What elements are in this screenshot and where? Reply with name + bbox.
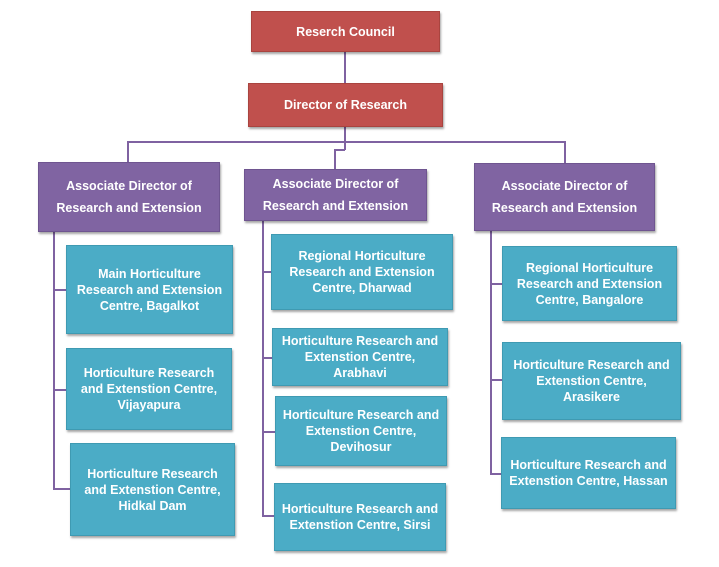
centre-label-vijayapura: Horticulture Research and Extenstion Cen…	[80, 366, 218, 412]
centre-label-dharwad: Regional Horticulture Research and Exten…	[289, 249, 435, 295]
associate-director-label-2: Associate Director of Research and Exten…	[262, 177, 409, 213]
associate-director-node-1: Associate Director of Research and Exten…	[38, 162, 220, 232]
centre-node-devihosur: Horticulture Research and Extenstion Cen…	[275, 396, 447, 466]
director-of-research-label: Director of Research	[284, 98, 407, 112]
centre-label-arasikere: Horticulture Research and Extenstion Cen…	[513, 358, 670, 404]
associate-director-node-3: Associate Director of Research and Exten…	[474, 163, 655, 231]
associate-director-label-1: Associate Director of Research and Exten…	[56, 179, 202, 215]
centre-node-dharwad: Regional Horticulture Research and Exten…	[271, 234, 453, 310]
associate-director-label-3: Associate Director of Research and Exten…	[491, 179, 638, 215]
research-council-label: Reserch Council	[296, 24, 395, 39]
centre-label-bangalore: Regional Horticulture Research and Exten…	[516, 260, 663, 307]
centre-node-bangalore: Regional Horticulture Research and Exten…	[502, 246, 677, 321]
centre-node-bagalkot: Main Horticulture Research and Extension…	[66, 245, 233, 334]
centre-node-hassan: Horticulture Research and Extenstion Cen…	[501, 437, 676, 509]
director-of-research-node: Director of Research	[248, 83, 443, 127]
centre-label-bagalkot: Main Horticulture Research and Extension…	[76, 266, 223, 313]
centre-node-sirsi: Horticulture Research and Extenstion Cen…	[274, 483, 446, 551]
centre-label-sirsi: Horticulture Research and Extenstion Cen…	[281, 502, 439, 532]
centre-label-arabhavi: Horticulture Research and Extenstion Cen…	[281, 334, 439, 380]
centre-node-hidkal-dam: Horticulture Research and Extenstion Cen…	[70, 443, 235, 536]
research-council-node: Reserch Council	[251, 11, 440, 52]
centre-label-hassan: Horticulture Research and Extenstion Cen…	[509, 458, 668, 488]
centre-label-devihosur: Horticulture Research and Extenstion Cen…	[282, 408, 440, 454]
associate-director-node-2: Associate Director of Research and Exten…	[244, 169, 427, 221]
centre-node-vijayapura: Horticulture Research and Extenstion Cen…	[66, 348, 232, 430]
centre-node-arabhavi: Horticulture Research and Extenstion Cen…	[272, 328, 448, 386]
centre-node-arasikere: Horticulture Research and Extenstion Cen…	[502, 342, 681, 420]
centre-label-hidkal-dam: Horticulture Research and Extenstion Cen…	[84, 466, 221, 513]
